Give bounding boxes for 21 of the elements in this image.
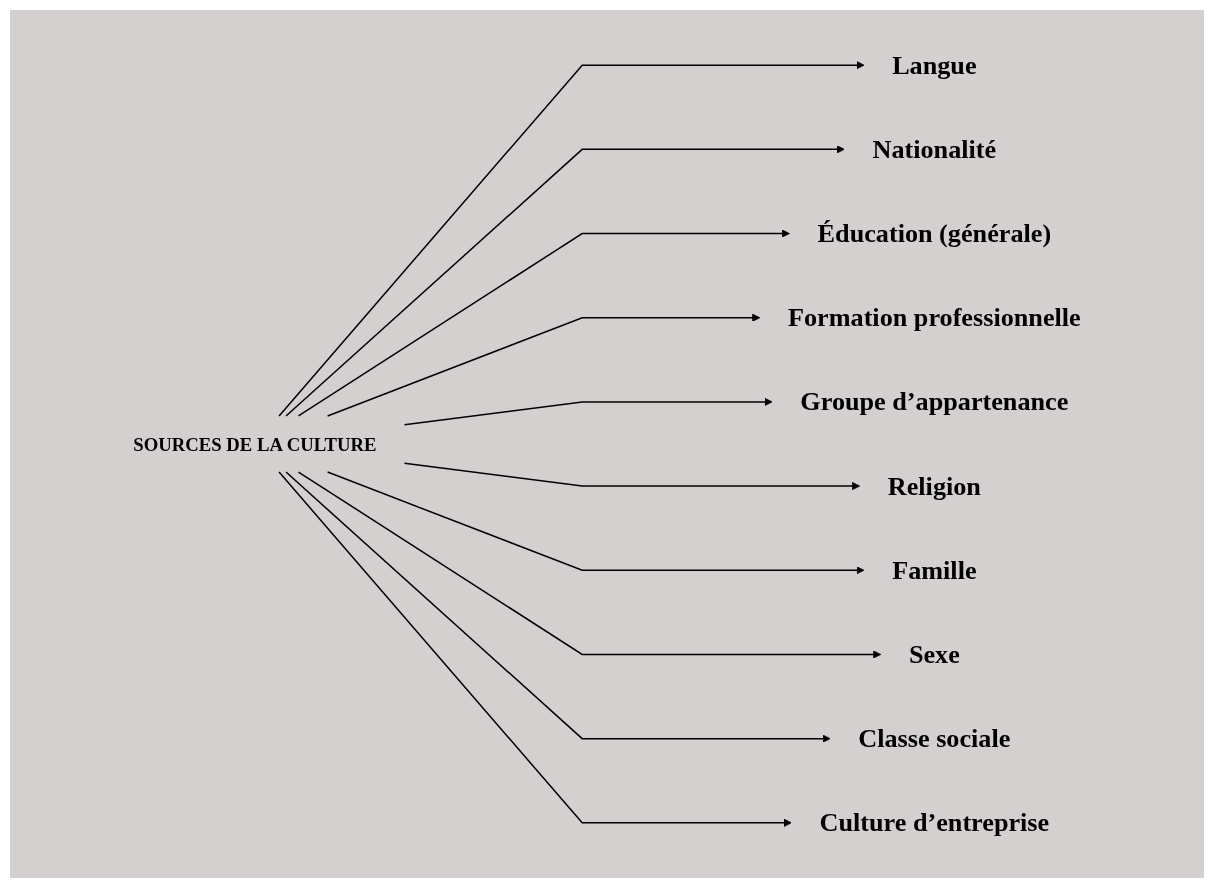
text-label: Famille bbox=[892, 555, 977, 585]
arrow bbox=[403, 397, 773, 426]
text-label: Langue bbox=[892, 50, 977, 80]
text-label: Religion bbox=[887, 471, 981, 501]
arrow bbox=[278, 61, 865, 417]
arrow bbox=[278, 471, 792, 827]
text-label: Groupe d’appartenance bbox=[800, 386, 1069, 416]
text-label: Formation professionnelle bbox=[788, 302, 1081, 332]
arrow bbox=[326, 471, 865, 575]
text-label: Nationalité bbox=[872, 134, 997, 164]
text-label: Classe sociale bbox=[858, 723, 1011, 753]
arrow bbox=[403, 462, 861, 491]
arrow bbox=[285, 471, 831, 743]
text-label: Sexe bbox=[908, 639, 960, 669]
text-label: Éducation (générale) bbox=[817, 218, 1052, 248]
text-label: Culture d’entreprise bbox=[819, 807, 1050, 837]
text-label: SOURCES DE LA CULTURE bbox=[133, 433, 377, 455]
arrow bbox=[297, 471, 882, 659]
arrow bbox=[326, 313, 761, 417]
arrow bbox=[297, 229, 790, 417]
arrow bbox=[285, 145, 845, 417]
